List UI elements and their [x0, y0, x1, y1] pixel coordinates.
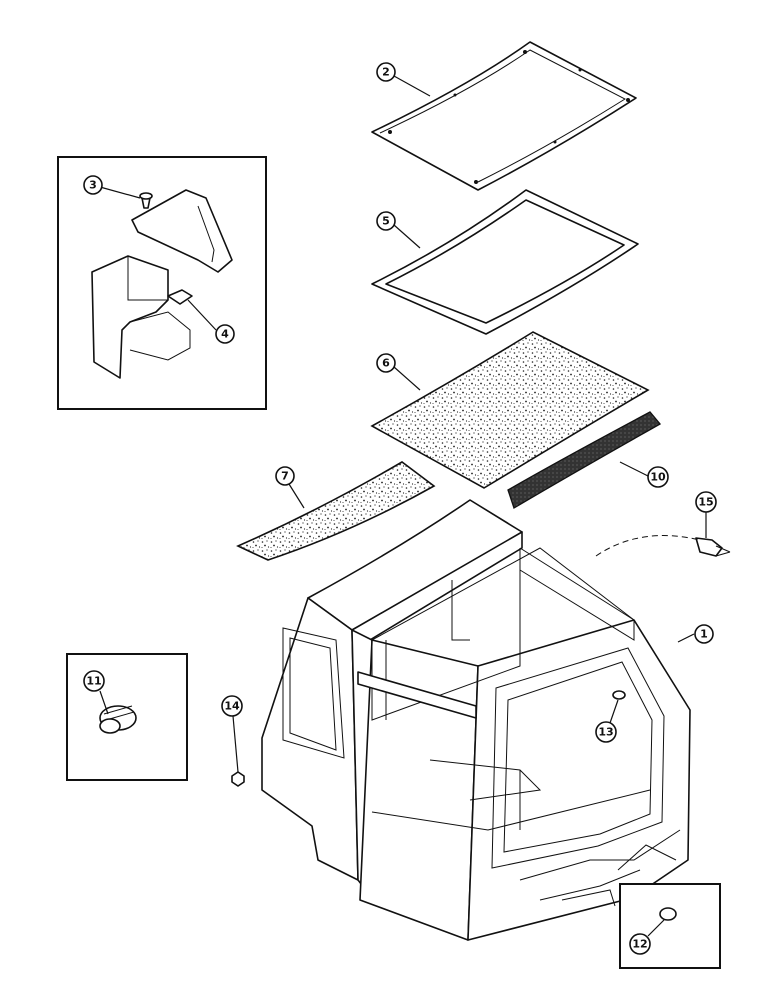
svg-text:6: 6 — [382, 357, 390, 370]
svg-text:14: 14 — [224, 700, 240, 713]
svg-text:1: 1 — [700, 628, 708, 641]
svg-text:4: 4 — [221, 328, 229, 341]
seal-strip — [507, 411, 661, 509]
callout-11: 11 — [83, 670, 105, 692]
callout-5: 5 — [376, 211, 396, 231]
part-14-nut — [231, 771, 245, 787]
svg-text:15: 15 — [698, 496, 713, 509]
roof-panel — [371, 41, 637, 191]
callout-6: 6 — [376, 353, 396, 373]
callout-15: 15 — [695, 491, 717, 513]
callout-7: 7 — [275, 466, 295, 486]
callout-2: 2 — [376, 62, 396, 82]
callout-3: 3 — [83, 175, 103, 195]
callout-14: 14 — [221, 695, 243, 717]
part-13-plug — [612, 690, 626, 700]
svg-text:11: 11 — [86, 675, 101, 688]
inset-part-12 — [619, 883, 721, 969]
svg-text:13: 13 — [598, 726, 613, 739]
callout-4: 4 — [215, 324, 235, 344]
callout-10: 10 — [647, 466, 669, 488]
cab-frame — [261, 499, 691, 941]
callout-13: 13 — [595, 721, 617, 743]
inset-part-11 — [66, 653, 188, 781]
svg-text:7: 7 — [281, 470, 289, 483]
inset-bracket — [57, 156, 267, 410]
leader-lines — [99, 75, 707, 937]
svg-text:3: 3 — [89, 179, 97, 192]
svg-text:5: 5 — [382, 215, 390, 228]
svg-text:12: 12 — [632, 938, 647, 951]
headliner-insulation — [370, 331, 650, 489]
callout-12: 12 — [629, 933, 651, 955]
callout-1: 1 — [694, 624, 714, 644]
svg-text:10: 10 — [650, 471, 666, 484]
roof-gasket — [371, 189, 639, 335]
svg-text:2: 2 — [382, 66, 390, 79]
part-15-fitting — [595, 535, 731, 557]
side-insulation — [236, 461, 436, 561]
